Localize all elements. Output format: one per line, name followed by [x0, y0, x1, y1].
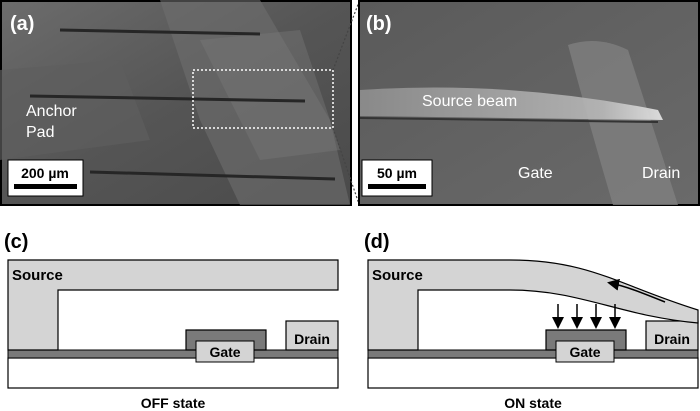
scale-bar-text-b: 50 µm [377, 165, 417, 181]
dielectric-layer-c [7, 349, 339, 359]
source-beam-label: Source beam [422, 93, 517, 110]
drain-label-c: Drain [294, 331, 330, 347]
gate-label-c: Gate [209, 344, 240, 360]
panel-d-label: (d) [364, 231, 390, 253]
on-state-caption: ON state [504, 395, 562, 411]
zoom-region-box [192, 69, 334, 129]
gate-label-d: Gate [569, 344, 600, 360]
source-label-c: Source [12, 267, 63, 284]
gate-electrode-c [195, 340, 255, 363]
scale-bar-line-a [14, 184, 77, 189]
beam-middle [29, 94, 306, 103]
scale-bar-box-b [361, 159, 433, 197]
bend-direction-arrow [607, 278, 666, 303]
drain-electrode-c [285, 320, 339, 351]
scale-bar-box-a [7, 159, 84, 197]
off-state-caption: OFF state [141, 395, 206, 411]
anchor-label: Anchor [26, 103, 77, 120]
beam-bottom [89, 170, 336, 181]
panel-c-off-schematic: (c) Gate Drain Source OFF state [4, 231, 339, 411]
panel-a-sem-image: (a) Anchor Pad 200 µm [0, 0, 352, 206]
gate-label-b: Gate [518, 165, 553, 182]
substrate-c [7, 357, 339, 389]
panel-c-label: (c) [4, 231, 28, 253]
panel-a-label: (a) [10, 13, 34, 35]
pad-label: Pad [26, 124, 54, 141]
source-beam-c [7, 259, 339, 351]
zoom-connector [332, 1, 360, 205]
source-label-d: Source [372, 267, 423, 284]
beam-top [59, 28, 261, 36]
dielectric-layer-d [367, 349, 699, 359]
gate-electrode-d [555, 340, 615, 363]
panel-b-label: (b) [366, 13, 392, 35]
drain-electrode-d [645, 320, 699, 351]
scale-bar-text-a: 200 µm [21, 165, 69, 181]
substrate-d [367, 357, 699, 389]
panel-b-sem-image: (b) Source beam Gate Drain 50 µm [358, 0, 700, 206]
scale-bar-line-b [368, 184, 426, 189]
drain-label-d: Drain [654, 331, 690, 347]
drain-label-b: Drain [642, 165, 680, 182]
source-beam-shape [360, 87, 663, 120]
panel-d-on-schematic: (d) Gate Drain Source ON state [364, 231, 699, 411]
